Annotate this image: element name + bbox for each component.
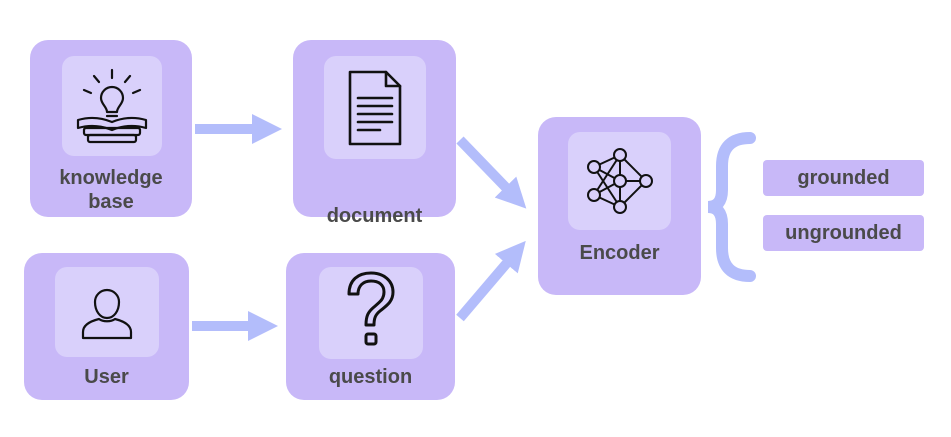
lightbulb-books-icon [76, 68, 148, 144]
knowledge-base-label-line2: base [88, 191, 134, 213]
user-icon-pad [55, 267, 159, 357]
document-node: document [293, 40, 456, 227]
question-node: question [286, 253, 455, 400]
knowledge-base-label-line1: knowledge [59, 167, 163, 189]
user-node: User [24, 253, 189, 400]
ungrounded-tag: ungrounded [763, 215, 924, 251]
grounded-tag: grounded [763, 160, 924, 196]
output-brace [707, 132, 756, 282]
document-icon [348, 70, 402, 145]
arrow-question-to-encoder [456, 240, 526, 322]
knowledge-base-label: knowledge base [30, 166, 192, 214]
arrow-document-to-encoder [456, 136, 527, 209]
user-icon [81, 288, 133, 340]
question-label: question [328, 366, 413, 388]
question-icon-pad [319, 267, 423, 359]
question-mark-icon [347, 271, 395, 346]
user-label: User [84, 366, 129, 388]
document-label: document [326, 205, 423, 227]
document-icon-pad [324, 56, 426, 159]
encoder-node: Encoder [538, 117, 701, 295]
encoder-icon-pad [568, 132, 671, 230]
knowledge-base-icon-pad [62, 56, 162, 156]
encoder-label: Encoder [579, 242, 660, 264]
neural-network-icon [586, 148, 653, 214]
knowledge-base-node: knowledge base [30, 40, 192, 217]
